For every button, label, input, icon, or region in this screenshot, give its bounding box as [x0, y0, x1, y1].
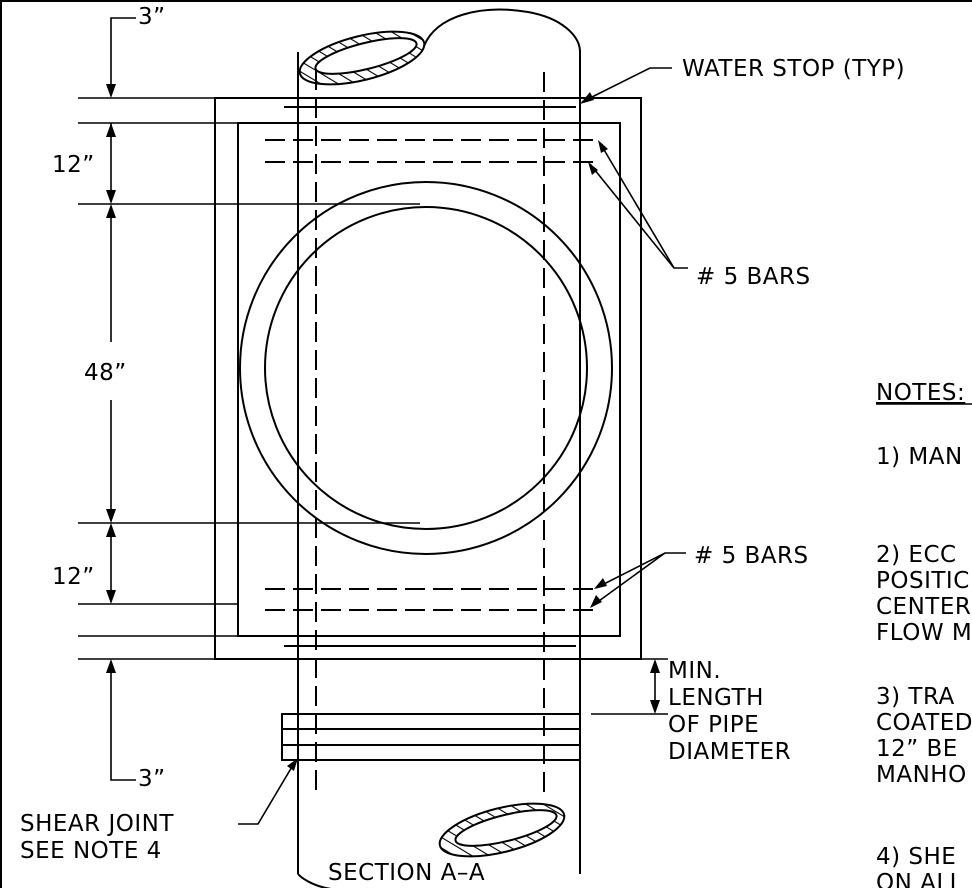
dimension-lines [78, 17, 668, 781]
label-min-length-1: MIN. [668, 658, 721, 684]
label-shear-joint-1: SHEAR JOINT [20, 811, 174, 837]
pipe [297, 8, 581, 888]
dim-top-12: 12” [52, 152, 95, 178]
note-3-line-1: 3) TRA [876, 684, 955, 710]
note-4-line-2: ON ALL [876, 870, 963, 888]
note-2-line-2: POSITIC [876, 568, 970, 594]
manhole-outer-circle [239, 181, 613, 555]
note-3-line-4: MANHO [876, 762, 967, 788]
leader-lines [238, 67, 688, 825]
concrete-block [214, 97, 642, 660]
shear-joint-collar [281, 713, 581, 761]
label-min-length-3: OF PIPE [668, 712, 759, 738]
note-2-line-4: FLOW M [876, 620, 972, 646]
notes-heading: NOTES: [876, 380, 965, 406]
note-2-line-1: 2) ECC [876, 542, 957, 568]
section-title: SECTION A–A [328, 860, 485, 886]
label-bars-top: # 5 BARS [696, 264, 811, 290]
dim-bottom-3: 3” [138, 766, 166, 792]
note-3-line-2: COATED [876, 710, 972, 736]
label-water-stop: WATER STOP (TYP) [682, 56, 905, 82]
manhole-inner-circle [264, 206, 588, 530]
dim-bottom-12: 12” [52, 564, 95, 590]
dim-top-3: 3” [138, 4, 166, 30]
label-min-length-2: LENGTH [668, 685, 764, 711]
note-2-line-3: CENTER [876, 594, 971, 620]
note-3-line-3: 12” BE [876, 736, 958, 762]
note-1: 1) MAN [876, 444, 963, 470]
note-4-line-1: 4) SHE [876, 844, 956, 870]
label-shear-joint-2: SEE NOTE 4 [20, 838, 162, 864]
dim-48: 48” [84, 360, 127, 386]
label-min-length-4: DIAMETER [668, 739, 791, 765]
label-bars-bottom: # 5 BARS [694, 543, 809, 569]
